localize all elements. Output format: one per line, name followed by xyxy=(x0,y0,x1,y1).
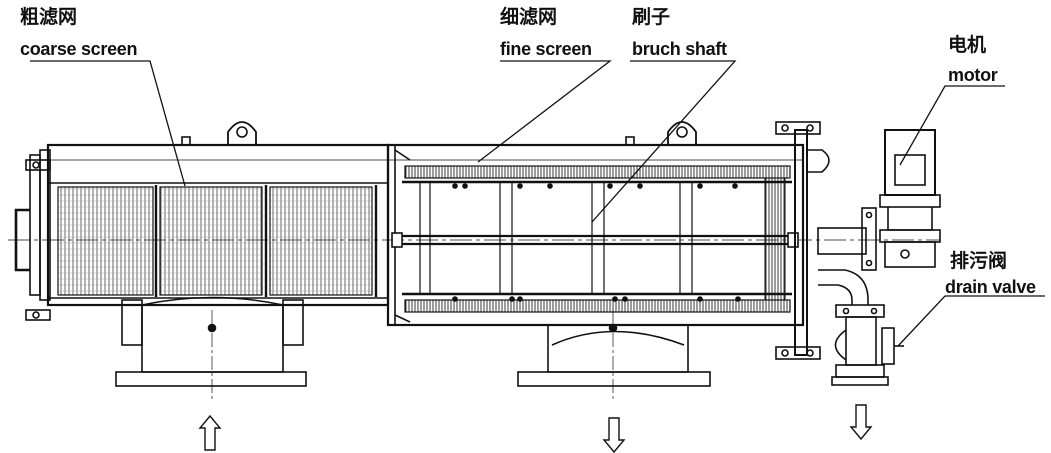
drain-assembly xyxy=(818,269,904,386)
outlet-arrow xyxy=(602,417,626,453)
coarse-housing xyxy=(14,121,390,400)
brush-bars xyxy=(419,181,693,295)
coarse-screen-mesh xyxy=(57,185,378,297)
inlet-leg xyxy=(115,296,307,400)
brush-shaft-label-en: bruch shaft xyxy=(632,39,727,59)
coarse-screen-label-zh: 粗滤网 xyxy=(20,7,78,28)
drain-valve-label-en: drain valve xyxy=(945,277,1036,297)
fine-housing xyxy=(386,121,805,400)
drain-valve-label-zh: 排污阀 xyxy=(950,251,1008,272)
inlet-arrow xyxy=(198,414,222,451)
drain-arrow xyxy=(849,404,873,441)
leader-lines xyxy=(30,60,1045,347)
end-flange xyxy=(775,121,830,360)
coarse-screen-label-en: coarse screen xyxy=(20,39,138,59)
fine-screen-mesh xyxy=(404,165,791,313)
motor-assembly xyxy=(817,129,941,271)
motor-label-zh: 电机 xyxy=(948,35,987,56)
fine-screen-label-en: fine screen xyxy=(500,39,592,59)
brush-shaft xyxy=(391,232,799,248)
motor-label-en: motor xyxy=(948,65,998,85)
outlet-leg xyxy=(517,310,711,400)
brush-shaft-label-zh: 刷子 xyxy=(632,7,671,28)
fine-screen-label-zh: 细滤网 xyxy=(500,7,558,28)
